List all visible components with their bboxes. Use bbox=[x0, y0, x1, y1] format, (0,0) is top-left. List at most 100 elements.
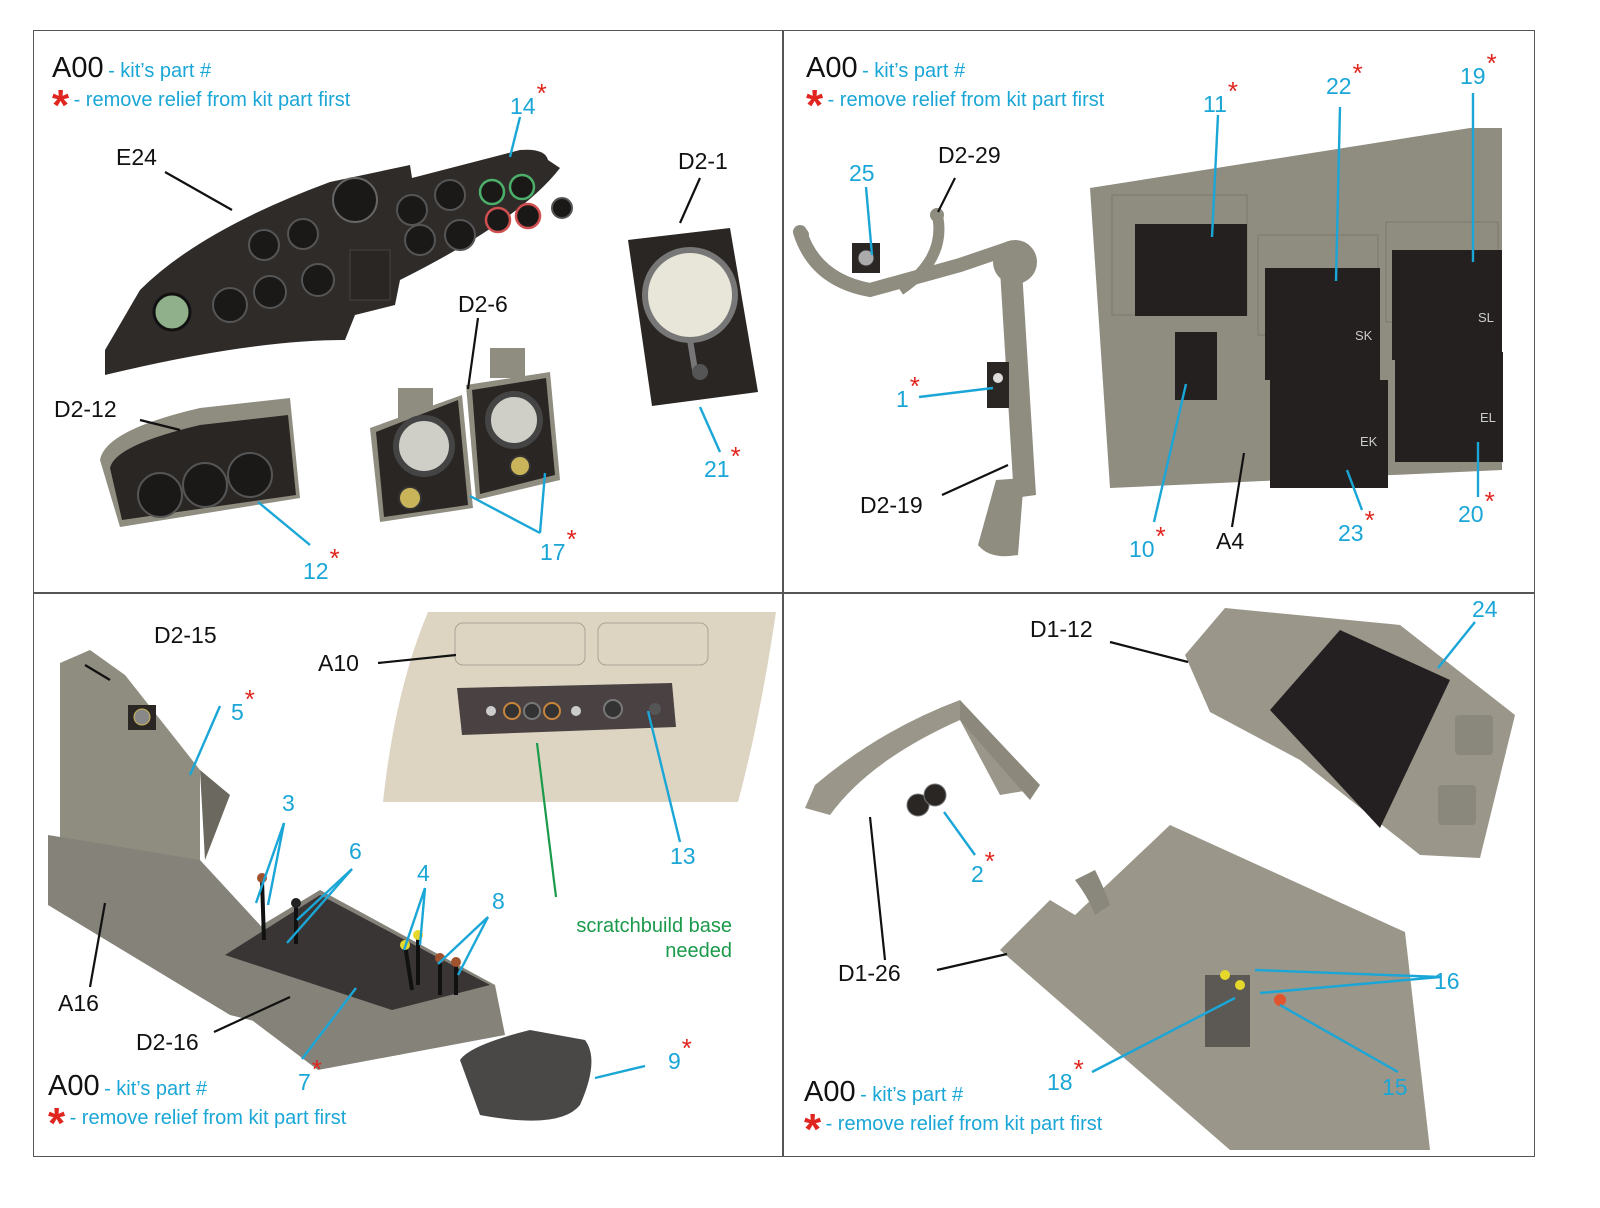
leader-d2-15 bbox=[84, 664, 111, 681]
insert-label: 20* bbox=[1458, 486, 1495, 527]
insert-label: 23* bbox=[1338, 505, 1375, 546]
leader-25 bbox=[864, 186, 874, 256]
legend-asterisk-desc: - remove relief from kit part first bbox=[827, 89, 1105, 111]
kit-part-label: D2-15 bbox=[154, 622, 217, 648]
leader-6a bbox=[286, 868, 353, 944]
leader-d2-29 bbox=[937, 177, 956, 213]
leader-2 bbox=[943, 811, 976, 856]
insert-label: 1* bbox=[896, 371, 920, 412]
scratchbuild-note: scratchbuild base needed bbox=[576, 915, 732, 962]
leader-22 bbox=[1334, 106, 1342, 282]
leader-24 bbox=[1437, 621, 1476, 669]
leader-21 bbox=[698, 406, 722, 453]
leader-15 bbox=[1279, 1003, 1399, 1074]
kit-part-label: D2-16 bbox=[136, 1029, 199, 1055]
box-mark-ek: EK bbox=[1360, 434, 1378, 449]
insert-label: 4 bbox=[417, 860, 430, 886]
leader-10 bbox=[1152, 383, 1188, 523]
leader-3b bbox=[266, 822, 286, 906]
gauge-pair-d2-6 bbox=[370, 348, 560, 522]
legend-code-desc: - kit’s part # bbox=[860, 1084, 964, 1106]
compass-part-d2-1 bbox=[628, 228, 758, 406]
leader-23 bbox=[1345, 469, 1364, 511]
insert-label: 3 bbox=[282, 790, 295, 816]
leader-d1-26b bbox=[936, 952, 1008, 972]
kit-part-label: A4 bbox=[1216, 528, 1245, 554]
leader-e24 bbox=[164, 171, 233, 211]
asterisk-icon: * bbox=[52, 81, 70, 130]
leader-8b bbox=[456, 916, 490, 976]
kit-part-label: E24 bbox=[116, 144, 157, 170]
leader-12 bbox=[257, 501, 311, 546]
leader-13 bbox=[646, 710, 682, 843]
diagram-frame bbox=[33, 30, 1535, 1157]
insert-label: 14* bbox=[510, 78, 547, 119]
insert-label: 11* bbox=[1203, 76, 1239, 117]
insert-label: 10* bbox=[1129, 521, 1166, 562]
leader-14 bbox=[508, 116, 522, 158]
leader-7 bbox=[301, 987, 357, 1060]
leader-3a bbox=[254, 822, 286, 904]
leader-d2-1 bbox=[678, 177, 702, 224]
asterisk-icon: * bbox=[48, 1099, 66, 1148]
asterisk-icon: * bbox=[806, 81, 824, 130]
leader-scratchbuild bbox=[535, 742, 558, 898]
insert-label: 24 bbox=[1472, 596, 1498, 622]
insert-label: 5* bbox=[231, 684, 255, 725]
leader-d2-16 bbox=[213, 996, 291, 1033]
box-mark-el: EL bbox=[1480, 410, 1496, 425]
insert-label: 6 bbox=[349, 838, 362, 864]
overhead-panel-a10 bbox=[383, 612, 776, 802]
legend-bottom-left: A00 - kit’s part # * - remove relief fro… bbox=[48, 1070, 347, 1146]
insert-label: 21* bbox=[704, 441, 741, 482]
legend-code: A00 bbox=[52, 52, 104, 84]
canopy-frame-d1-26 bbox=[805, 700, 1040, 817]
side-console-a16-d2-15-d2-16 bbox=[48, 650, 592, 1121]
kit-part-label: D2-29 bbox=[938, 142, 1001, 168]
box-mark-sk: SK bbox=[1355, 328, 1373, 343]
leader-a10 bbox=[377, 653, 457, 665]
insert-label: 8 bbox=[492, 888, 505, 914]
leader-17a bbox=[469, 494, 541, 535]
legend-top-left: A00 - kit’s part # * - remove relief fro… bbox=[52, 52, 350, 128]
side-panel-a4: SK SL EK EL bbox=[1090, 128, 1503, 488]
gauge-block-d2-12 bbox=[100, 398, 300, 527]
insert-label: 19* bbox=[1460, 48, 1497, 89]
leader-11 bbox=[1210, 114, 1220, 238]
legend-code: A00 bbox=[806, 52, 858, 84]
leader-18 bbox=[1091, 996, 1236, 1074]
insert-label: 22* bbox=[1326, 58, 1363, 99]
box-mark-sl: SL bbox=[1478, 310, 1494, 325]
insert-label: 25 bbox=[849, 160, 875, 186]
leader-a16 bbox=[88, 902, 107, 988]
asterisk-icon: * bbox=[804, 1105, 822, 1154]
legend-bottom-right: A00 - kit’s part # * - remove relief fro… bbox=[804, 1076, 1102, 1152]
legend-code-desc: - kit’s part # bbox=[104, 1078, 208, 1100]
leader-16a bbox=[1254, 968, 1441, 979]
leader-d2-19 bbox=[941, 463, 1009, 497]
leader-6b bbox=[296, 868, 353, 921]
leader-4a bbox=[402, 887, 427, 951]
legend-top-right: A00 - kit’s part # * - remove relief fro… bbox=[806, 52, 1105, 128]
insert-label: 12* bbox=[303, 543, 340, 584]
kit-part-label: D1-26 bbox=[838, 960, 901, 986]
horizontal-divider bbox=[33, 592, 1535, 594]
kit-part-label: D2-19 bbox=[860, 492, 923, 518]
control-column-d2-19 bbox=[793, 208, 1037, 557]
panel-d1-12 bbox=[1185, 608, 1515, 858]
leader-17b bbox=[538, 472, 547, 534]
legend-code: A00 bbox=[48, 1070, 100, 1102]
insert-label: 13 bbox=[670, 843, 696, 869]
instrument-panel-e24 bbox=[105, 149, 573, 375]
insert-label: 15 bbox=[1382, 1074, 1408, 1100]
kit-part-label: A10 bbox=[318, 650, 359, 676]
kit-part-label: A16 bbox=[58, 990, 99, 1016]
leader-16b bbox=[1259, 975, 1441, 995]
floor-panel bbox=[1000, 825, 1430, 1150]
insert-label: 17* bbox=[540, 524, 577, 565]
legend-asterisk-desc: - remove relief from kit part first bbox=[69, 1107, 347, 1129]
legend-code-desc: - kit’s part # bbox=[862, 60, 966, 82]
insert-label: 7* bbox=[298, 1054, 322, 1095]
